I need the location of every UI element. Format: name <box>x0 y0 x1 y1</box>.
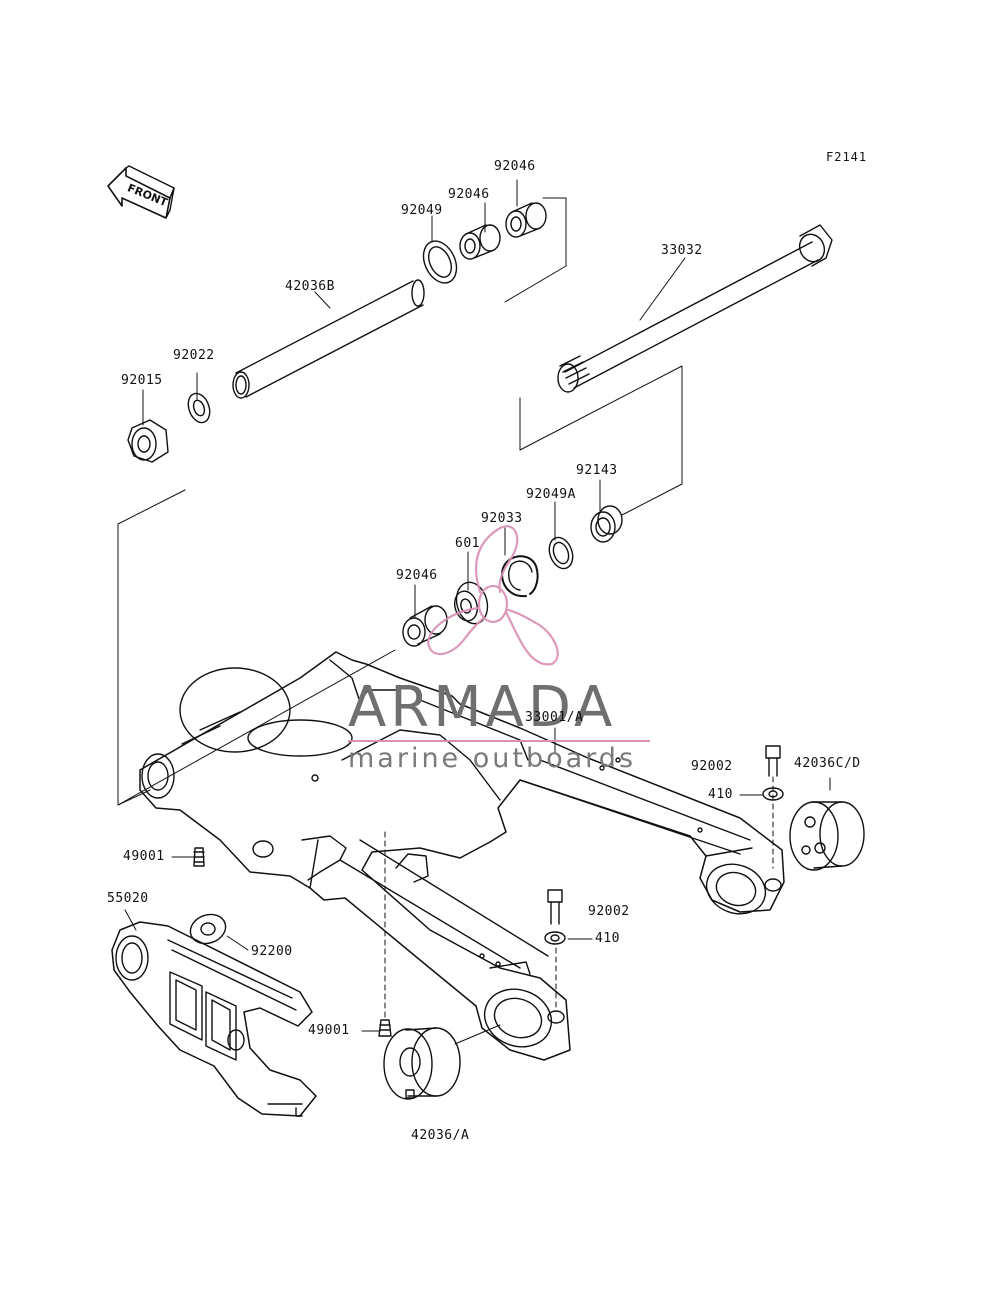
part-label-92002-left: 92002 <box>588 904 630 919</box>
part-label-92046c: 92046 <box>396 568 438 583</box>
part-label-92015: 92015 <box>121 373 163 388</box>
seal-92049 <box>422 240 458 284</box>
rubber-bushing-42036cd <box>789 801 865 871</box>
part-label-410-left: 410 <box>595 931 620 946</box>
part-label-55020: 55020 <box>107 891 149 906</box>
part-label-92143: 92143 <box>576 463 618 478</box>
part-label-33001a: 33001/A <box>525 710 584 725</box>
nut-92015 <box>127 419 169 463</box>
part-label-92046b: 92046 <box>448 187 490 202</box>
svg-text:FRONT: FRONT <box>126 181 170 209</box>
rubber-bushing-42036a <box>383 1027 461 1100</box>
washer-92022 <box>187 392 211 424</box>
leader-lines <box>117 179 831 1045</box>
front-arrow-icon: FRONT <box>107 165 175 219</box>
bushing-92046-lower <box>402 605 448 647</box>
part-label-92033: 92033 <box>481 511 523 526</box>
axle-33032 <box>557 224 833 393</box>
swing-arm-33001a <box>139 651 785 1061</box>
grease-nipple-49001-lower <box>378 1019 392 1037</box>
grease-nipple-49001-upper <box>193 847 205 867</box>
chain-guard-55020 <box>111 921 317 1117</box>
part-label-42036a: 42036/A <box>411 1128 470 1143</box>
part-label-92046a: 92046 <box>494 159 536 174</box>
watermark-tagline: marine outboards <box>348 743 637 774</box>
sleeve-42036b <box>232 279 425 399</box>
washer-92200 <box>189 913 227 945</box>
circlip-92033 <box>501 555 539 598</box>
part-label-49001-lower: 49001 <box>308 1023 350 1038</box>
watermark-rule <box>348 740 650 742</box>
part-label-92002-right: 92002 <box>691 759 733 774</box>
collar-92143 <box>590 505 623 543</box>
figure-id: F2141 <box>826 150 868 164</box>
bolt-92002-right <box>762 745 784 801</box>
part-label-92049a: 92049A <box>526 487 576 502</box>
part-label-410-right: 410 <box>708 787 733 802</box>
bolt-92002-left <box>544 889 566 945</box>
bushing-92046-middle <box>459 224 501 260</box>
part-label-92049: 92049 <box>401 203 443 218</box>
part-label-42036cd: 42036C/D <box>794 756 861 771</box>
armada-logo-icon <box>426 525 559 666</box>
seal-92049a <box>548 536 574 570</box>
part-label-33032: 33032 <box>661 243 703 258</box>
part-label-92022: 92022 <box>173 348 215 363</box>
bushing-92046-upper <box>505 202 547 238</box>
part-label-42036b: 42036B <box>285 279 335 294</box>
part-label-601: 601 <box>455 536 480 551</box>
part-label-92200: 92200 <box>251 944 293 959</box>
watermark-brand: ARMADA <box>348 675 617 740</box>
part-label-49001-upper: 49001 <box>123 849 165 864</box>
